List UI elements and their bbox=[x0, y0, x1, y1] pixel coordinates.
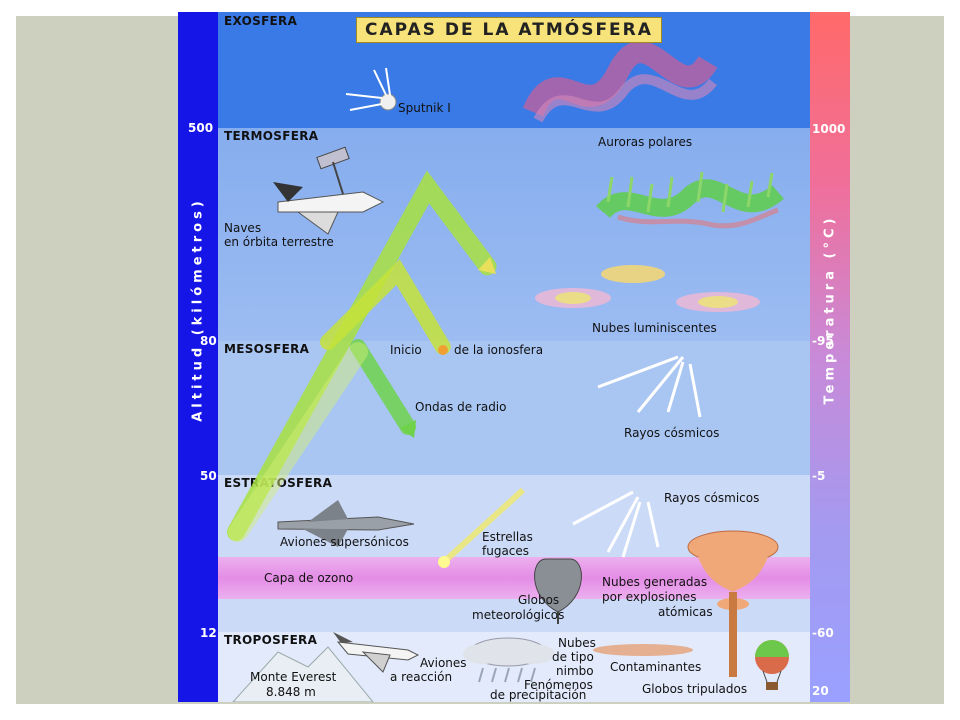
sputnik-icon bbox=[345, 67, 397, 111]
inicio-label-2: de la ionosfera bbox=[454, 343, 544, 357]
ozone-label: Capa de ozono bbox=[264, 571, 354, 585]
termosfera-label: TERMOSFERA bbox=[224, 129, 319, 143]
fenomenos-label-2: de precipitación bbox=[490, 688, 587, 702]
aurora-exosfera-icon bbox=[522, 41, 718, 123]
rayos-label-2: Rayos cósmicos bbox=[664, 491, 760, 505]
rain-cloud-icon bbox=[463, 637, 555, 683]
nimbo-label-2: de tipo bbox=[552, 650, 594, 664]
fenomenos-label-1: Fenómenos bbox=[524, 678, 593, 692]
weather-balloon-icon bbox=[534, 558, 582, 624]
cosmic-rays-meso-icon bbox=[597, 355, 702, 418]
space-shuttle-icon bbox=[273, 146, 385, 235]
aurora-termosfera-icon bbox=[596, 171, 784, 229]
everest-label-1: Monte Everest bbox=[250, 670, 337, 684]
jet-airliner-icon bbox=[333, 632, 420, 673]
everest-label-2: 8.848 m bbox=[266, 685, 316, 699]
shooting-star-icon bbox=[438, 487, 526, 568]
mesosfera-label: MESOSFERA bbox=[224, 342, 310, 356]
nimbo-label-3: nimbo bbox=[556, 664, 594, 678]
luminescent-clouds-icon bbox=[535, 265, 760, 312]
inicio-label-1: Inicio bbox=[390, 343, 422, 357]
estrellas-label-2: fugaces bbox=[482, 544, 530, 558]
temperature-axis bbox=[810, 12, 850, 702]
atmosphere-diagram: Altitud (kilómetros) Temperatura (°C) 50… bbox=[178, 12, 850, 702]
altitude-tick-500: 500 bbox=[188, 121, 214, 135]
estratosfera-lower-band bbox=[218, 599, 810, 632]
aviones-reaccion-label-1: Aviones bbox=[420, 656, 467, 670]
naves-label-1: Naves bbox=[224, 221, 262, 235]
mesosfera-band bbox=[218, 341, 810, 475]
temperature-tick-minus5: -5 bbox=[812, 469, 826, 483]
rayos-label-1: Rayos cósmicos bbox=[624, 426, 720, 440]
pollution-icon bbox=[593, 644, 693, 656]
hot-air-balloon-icon bbox=[755, 640, 789, 690]
nubes-luminiscentes-label: Nubes luminiscentes bbox=[592, 321, 717, 335]
temperature-tick-20: 20 bbox=[812, 684, 829, 698]
nubes-generadas-label-1: Nubes generadas bbox=[602, 575, 708, 589]
globos-met-label-1: Globos bbox=[518, 593, 560, 607]
nubes-generadas-label-2: por explosiones bbox=[602, 590, 697, 604]
altitude-tick-12: 12 bbox=[200, 626, 217, 640]
diagram-title: CAPAS DE LA ATMÓSFERA bbox=[356, 17, 662, 43]
aviones-supersonicos-label: Aviones supersónicos bbox=[280, 535, 409, 549]
globos-tripulados-label: Globos tripulados bbox=[642, 682, 748, 696]
radio-waves-icon bbox=[227, 170, 497, 542]
exosfera-label: EXOSFERA bbox=[224, 14, 298, 28]
aviones-reaccion-label-2: a reacción bbox=[390, 670, 453, 684]
contaminantes-label: Contaminantes bbox=[610, 660, 702, 674]
nimbo-label-1: Nubes bbox=[558, 636, 596, 650]
illustration-layer bbox=[227, 41, 789, 702]
altitude-tick-80: 80 bbox=[200, 334, 217, 348]
mushroom-cloud-icon bbox=[687, 530, 779, 677]
globos-met-label-2: meteorológicos bbox=[472, 608, 565, 622]
mountain-icon bbox=[232, 646, 374, 702]
nubes-generadas-label-3: atómicas bbox=[658, 605, 713, 619]
estrellas-label-1: Estrellas bbox=[482, 530, 533, 544]
auroras-label: Auroras polares bbox=[598, 135, 693, 149]
ondas-label: Ondas de radio bbox=[415, 400, 507, 414]
altitude-tick-50: 50 bbox=[200, 469, 217, 483]
cosmic-rays-estrato-icon bbox=[572, 490, 660, 558]
estratosfera-label: ESTRATOSFERA bbox=[224, 476, 333, 490]
altitude-axis bbox=[178, 12, 218, 702]
naves-label-2: en órbita terrestre bbox=[224, 235, 334, 249]
temperature-tick-1000: 1000 bbox=[812, 122, 846, 136]
supersonic-jet-icon bbox=[277, 500, 415, 547]
sputnik-label: Sputnik I bbox=[398, 101, 451, 115]
temperature-tick-minus95: -95 bbox=[812, 334, 834, 348]
troposfera-label: TROPOSFERA bbox=[224, 633, 318, 647]
temperature-tick-minus60: -60 bbox=[812, 626, 834, 640]
